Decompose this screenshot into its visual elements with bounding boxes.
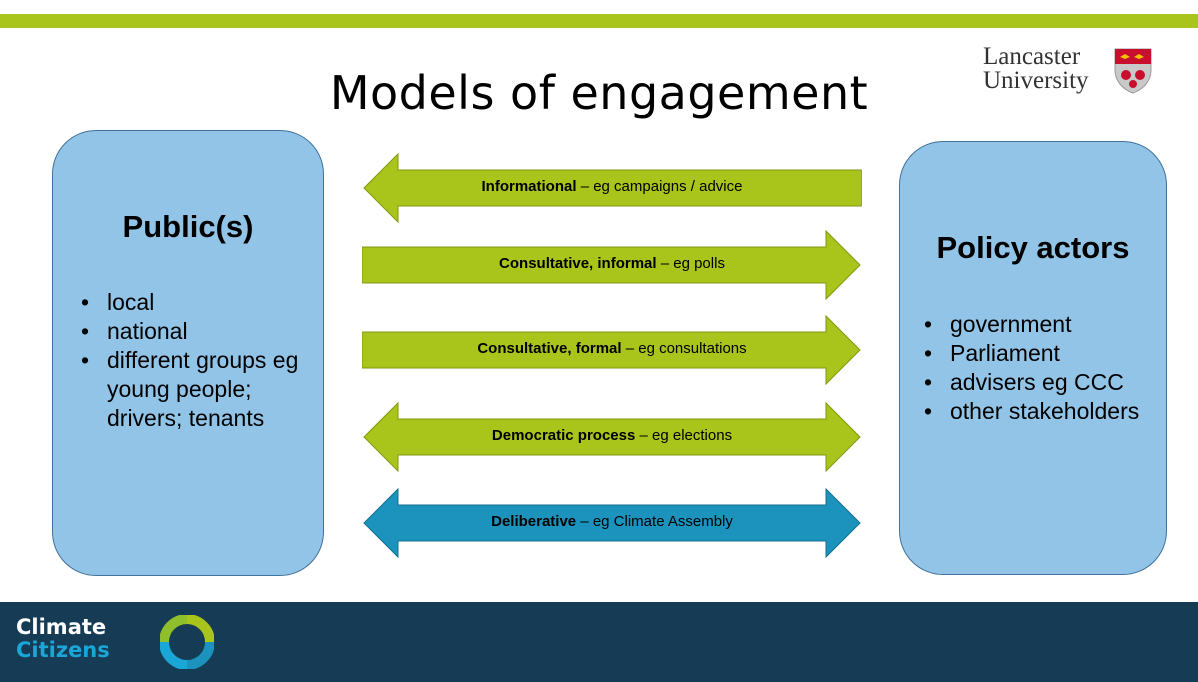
right-arrow-shape [362, 314, 861, 386]
consultative-formal-label: Consultative, formal – eg consultations [362, 340, 862, 357]
informational-arrow: Informational – eg campaigns / advice [362, 152, 862, 224]
deliberative-arrow: Deliberative – eg Climate Assembly [362, 487, 862, 559]
arrow-label-rest: – eg campaigns / advice [576, 178, 743, 195]
footer-logo-line-1: Climate [16, 615, 107, 639]
double-arrow-shape [363, 401, 861, 473]
arrow-label-bold: Informational [481, 178, 577, 195]
democratic-process-label: Democratic process – eg elections [362, 427, 862, 444]
consultative-informal-arrow: Consultative, informal – eg polls [362, 229, 862, 301]
policy-actors-item: government [924, 310, 1164, 339]
arrow-label-rest: – eg consultations [621, 340, 747, 357]
university-crest-icon [1114, 48, 1152, 94]
top-accent-bar [0, 14, 1198, 28]
democratic-process-arrow: Democratic process – eg elections [362, 401, 862, 473]
publics-item: national [81, 317, 325, 346]
logo-line-2: University [983, 67, 1089, 94]
policy-actors-item: advisers eg CCC [924, 368, 1164, 397]
publics-item: different groups eg young people; driver… [81, 346, 325, 433]
left-arrow-shape [363, 152, 862, 224]
arrow-label-rest: – eg polls [656, 255, 725, 272]
slide-title: Models of engagement [329, 66, 869, 120]
deliberative-label: Deliberative – eg Climate Assembly [362, 513, 862, 530]
publics-list: local national different groups eg young… [81, 288, 325, 433]
double-arrow-shape [363, 487, 861, 559]
arrow-label-bold: Deliberative [491, 513, 577, 530]
climate-citizens-logo: Climate Citizens [10, 606, 230, 682]
arrow-label-bold: Democratic process [491, 427, 640, 444]
policy-actors-list: government Parliament advisers eg CCC ot… [924, 310, 1164, 426]
logo-line-1: Lancaster [983, 43, 1081, 70]
consultative-informal-label: Consultative, informal – eg polls [362, 255, 862, 272]
arrow-label-bold: Consultative, informal [499, 255, 657, 272]
footer-logo-line-2: Citizens [16, 638, 110, 662]
policy-actors-box: Policy actors government Parliament advi… [899, 141, 1167, 575]
arrow-label-rest: – eg Climate Assembly [576, 513, 733, 530]
informational-label: Informational – eg campaigns / advice [362, 178, 862, 195]
publics-box: Public(s) local national different group… [52, 130, 324, 576]
consultative-formal-arrow: Consultative, formal – eg consultations [362, 314, 862, 386]
footer-bar [0, 602, 1198, 682]
publics-heading: Public(s) [122, 209, 254, 244]
policy-actors-item: other stakeholders [924, 397, 1164, 426]
policy-actors-item: Parliament [924, 339, 1164, 368]
right-arrow-shape [362, 229, 861, 301]
lancaster-university-logo: Lancaster University [983, 43, 1163, 106]
policy-actors-heading: Policy actors [936, 230, 1130, 265]
climate-ring-icon [160, 615, 214, 669]
arrow-label-bold: Consultative, formal [477, 340, 622, 357]
arrow-label-rest: – eg elections [639, 427, 733, 444]
publics-item: local [81, 288, 325, 317]
